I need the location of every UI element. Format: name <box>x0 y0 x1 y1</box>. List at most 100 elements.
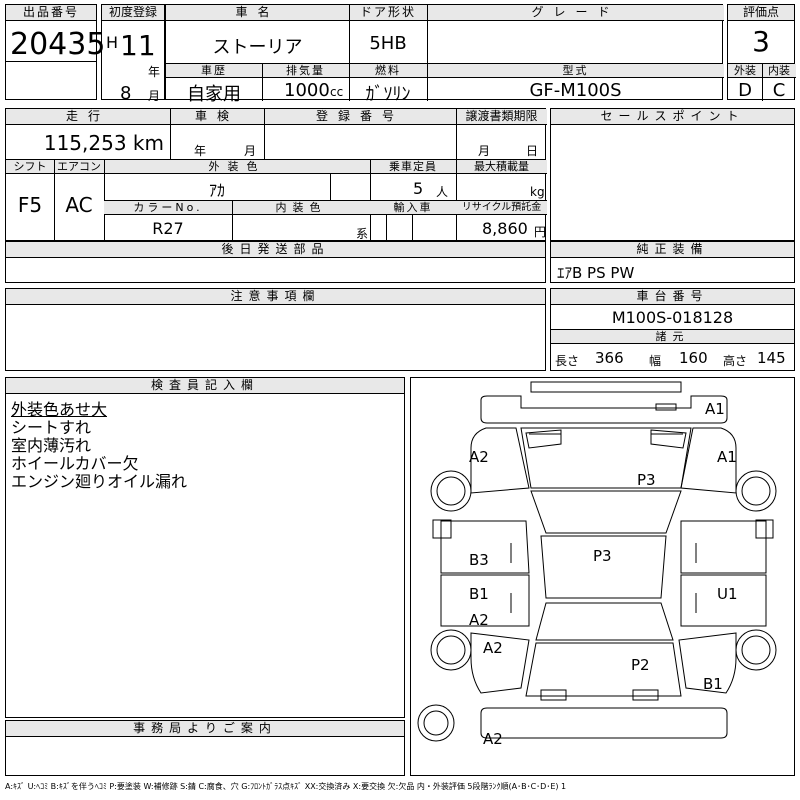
inspection-year-unit: 年 <box>194 144 207 158</box>
ext-grade-label: 外装 <box>728 64 762 78</box>
dims-label: 諸元 <box>551 330 794 344</box>
model-label: 型式 <box>427 64 724 78</box>
notes-box: 注意事項欄 <box>5 288 546 371</box>
height-label: 高さ <box>723 354 748 368</box>
score: 3 <box>752 25 770 58</box>
lot-number-box: 出品番号 20435 <box>5 4 105 100</box>
max-load-label: 最大積載量 <box>456 160 547 174</box>
first-registration-label: 初度登録 <box>102 5 164 21</box>
int-color-label: 内装色 <box>232 201 370 215</box>
year-unit: 年 <box>148 65 161 79</box>
import-label: 輸入車 <box>370 201 456 215</box>
car-diagram: A1 A2 A1 P3 B3 P3 B1 U1 A2 A2 P2 B1 A2 <box>410 377 795 776</box>
mark-p2-trunk: P2 <box>631 656 650 674</box>
mark-p3-roof: P3 <box>593 547 612 565</box>
mark-a2-rear-bumper: A2 <box>483 730 503 748</box>
mark-u1-right-door: U1 <box>717 585 738 603</box>
mark-a2-left-rear-door: A2 <box>469 611 489 629</box>
history: 自家用 <box>187 84 241 105</box>
inspector-note-3: 室内薄汚れ <box>11 436 92 455</box>
inspector-label: 検査員記入欄 <box>6 378 404 394</box>
color-number: R27 <box>152 219 184 238</box>
sales-point-box: セールスポイント <box>550 108 795 241</box>
lot-number: 20435 <box>10 27 106 62</box>
displacement-unit: cc <box>330 85 344 99</box>
mark-a1-right-fender: A1 <box>717 448 737 466</box>
recycle-unit: 円 <box>534 225 547 239</box>
door-label: ドア形状 <box>349 5 427 21</box>
inspector-note-2: シートすれ <box>11 418 92 437</box>
max-load-unit: kg <box>530 185 545 199</box>
capacity-unit: 人 <box>436 185 449 199</box>
fuel-label: 燃料 <box>349 64 427 78</box>
car-name: ストーリア <box>212 37 303 58</box>
mark-p3-hood: P3 <box>637 471 656 489</box>
reg-year: 11 <box>120 29 156 62</box>
month-unit: 月 <box>148 89 161 103</box>
door-type: 5HB <box>369 33 407 54</box>
ac-label: エアコン <box>54 160 104 174</box>
later-parts-box: 後日発送部品 <box>5 241 546 283</box>
equipment: ｴｱB PS PW <box>557 264 635 282</box>
length-label: 長さ <box>555 354 580 368</box>
inspector-note-1: 外装色あせ大 <box>11 400 108 419</box>
mark-b1-right-quarter: B1 <box>703 675 723 693</box>
mark-a1-front-bumper: A1 <box>705 400 725 418</box>
height: 145 <box>757 349 786 367</box>
inspection-month-unit: 月 <box>244 144 257 158</box>
spec-header-box: 車名 ドア形状 グレード ストーリア 5HB 車歴 排気量 燃料 型式 自家用 … <box>165 4 724 105</box>
int-color-unit: 系 <box>356 227 369 241</box>
length: 366 <box>595 349 624 367</box>
chassis-box: 車台番号 M100S-018128 諸元 長さ 366 幅 160 高さ 145 <box>550 288 795 371</box>
inspector-note-4: ホイールカバー欠 <box>11 454 139 473</box>
mileage-label: 走行 <box>6 109 170 125</box>
color-no-label: カラーNo. <box>104 201 232 215</box>
ext-grade: D <box>738 80 752 101</box>
office-label: 事務局よりご案内 <box>6 721 404 737</box>
ext-color-label: 外装色 <box>104 160 370 174</box>
damage-legend: A:ｷｽﾞ U:ﾍｺﾐ B:ｷｽﾞを伴うﾍｺﾐ P:要塗装 W:補修跡 S:錆 … <box>5 782 567 791</box>
car-outline-diagram <box>417 381 777 742</box>
office-box: 事務局よりご案内 <box>5 720 405 776</box>
score-label: 評価点 <box>728 5 794 21</box>
int-grade-label: 内装 <box>762 64 796 78</box>
equipment-box: 純正装備 ｴｱB PS PW <box>550 241 795 283</box>
sales-point-label: セールスポイント <box>551 109 794 125</box>
width: 160 <box>679 349 708 367</box>
transfer-deadline-label: 譲渡書類期限 <box>456 109 547 125</box>
mark-a2-left-fender: A2 <box>469 448 489 466</box>
grade-label: グレード <box>427 5 724 21</box>
width-label: 幅 <box>649 354 662 368</box>
notes-label: 注意事項欄 <box>6 289 545 305</box>
mark-b1-left-rear-door: B1 <box>469 585 489 603</box>
chassis-label: 車台番号 <box>551 289 794 305</box>
capacity-label: 乗車定員 <box>370 160 456 174</box>
history-label: 車歴 <box>166 64 262 78</box>
inspection-label: 車検 <box>170 109 264 125</box>
inspector-note-5: エンジン廻りオイル漏れ <box>11 472 188 491</box>
reg-month: 8 <box>120 83 132 104</box>
transfer-month-unit: 月 <box>478 144 491 158</box>
recycle-fee: 8,860 <box>482 219 528 238</box>
transfer-day-unit: 日 <box>526 144 539 158</box>
ext-color: ｱｶ <box>208 181 225 200</box>
fuel: ｶﾞｿﾘﾝ <box>365 84 411 105</box>
equipment-label: 純正装備 <box>551 242 794 258</box>
later-parts-label: 後日発送部品 <box>6 242 545 258</box>
displacement-label: 排気量 <box>262 64 349 78</box>
lot-number-label: 出品番号 <box>6 5 96 21</box>
reg-number-label: 登録番号 <box>264 109 456 125</box>
recycle-label: リサイクル預託金 <box>456 201 547 215</box>
aircon: AC <box>65 193 93 217</box>
mark-a2-left-quarter: A2 <box>483 639 503 657</box>
chassis-number: M100S-018128 <box>611 308 734 327</box>
int-grade: C <box>772 80 786 101</box>
mileage: 115,253 km <box>43 131 164 155</box>
car-name-label: 車名 <box>166 5 349 21</box>
inspector-box: 検査員記入欄 外装色あせ大 シートすれ 室内薄汚れ ホイールカバー欠 エンジン廻… <box>5 377 405 718</box>
model: GF-M100S <box>529 80 622 101</box>
displacement: 1000 <box>284 80 330 101</box>
era-letter: H <box>106 33 119 52</box>
score-box: 評価点 3 外装 内装 D C <box>727 4 796 101</box>
vehicle-details-box: 走行 車検 登録番号 譲渡書類期限 115,253 km 年 月 月 日 シフト… <box>5 108 547 242</box>
